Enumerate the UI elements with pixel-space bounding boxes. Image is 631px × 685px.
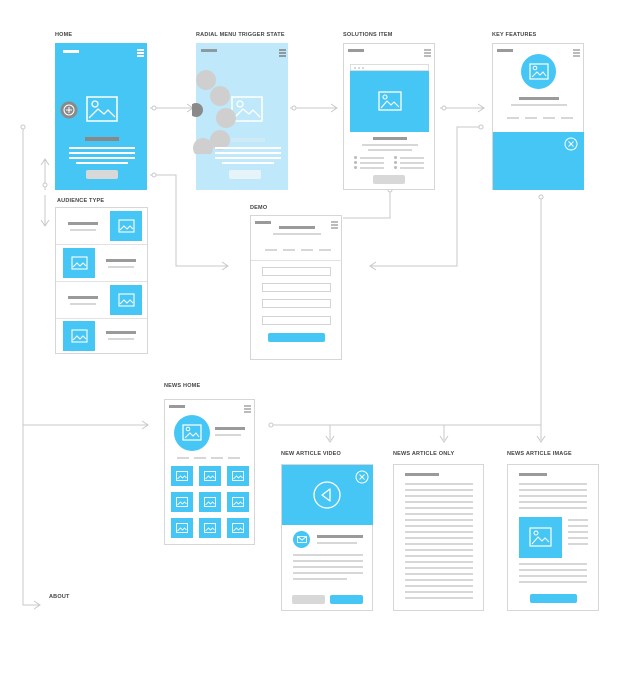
form-field[interactable] — [262, 267, 331, 276]
screen-radial-menu[interactable] — [192, 43, 288, 190]
image-icon — [378, 91, 402, 111]
image-icon — [232, 497, 244, 507]
submit-button[interactable] — [268, 333, 325, 342]
label-demo: DEMO — [250, 205, 268, 211]
list-item[interactable] — [56, 282, 147, 319]
cta-button[interactable] — [86, 170, 118, 179]
article-image — [519, 517, 562, 558]
label-home: HOME — [55, 32, 73, 38]
form-field[interactable] — [262, 283, 331, 292]
news-grid — [171, 466, 251, 540]
image-icon — [204, 471, 216, 481]
news-avatar — [174, 415, 210, 451]
menu-icon[interactable] — [244, 405, 251, 414]
label-audience-type: AUDIENCE TYPE — [57, 198, 105, 204]
label-about: ABOUT — [49, 594, 70, 600]
grid-tile[interactable] — [227, 492, 249, 512]
screen-key-features[interactable] — [492, 43, 584, 190]
screen-home[interactable] — [55, 43, 147, 190]
grid-tile[interactable] — [171, 466, 193, 486]
close-icon[interactable] — [355, 470, 369, 484]
label-article-image: NEWS ARTICLE IMAGE — [507, 451, 572, 457]
play-icon[interactable] — [313, 481, 341, 509]
label-key-features: KEY FEATURES — [492, 32, 537, 38]
screen-audience-type[interactable] — [55, 207, 148, 354]
hero-image — [350, 71, 429, 132]
image-icon — [176, 471, 188, 481]
image-icon — [204, 497, 216, 507]
image-icon — [71, 329, 88, 343]
feature-panel — [493, 132, 584, 190]
grid-tile[interactable] — [199, 466, 221, 486]
grid-tile[interactable] — [171, 492, 193, 512]
label-article-only: NEWS ARTICLE ONLY — [393, 451, 455, 457]
list-item[interactable] — [56, 208, 147, 245]
screen-solutions-item[interactable] — [343, 43, 435, 190]
video-player[interactable] — [282, 465, 373, 525]
menu-icon[interactable] — [137, 49, 144, 58]
primary-button[interactable] — [530, 594, 577, 603]
image-icon — [182, 424, 202, 441]
label-article-video: NEW ARTICLE VIDEO — [281, 451, 342, 457]
primary-button[interactable] — [330, 595, 363, 604]
image-icon — [118, 219, 135, 233]
image-icon — [86, 96, 118, 122]
label-solutions-item: SOLUTIONS ITEM — [343, 32, 393, 38]
menu-icon[interactable] — [573, 49, 580, 58]
image-icon — [176, 497, 188, 507]
screen-article-image[interactable] — [507, 464, 599, 611]
screen-article-only[interactable] — [393, 464, 484, 611]
image-icon — [71, 256, 88, 270]
feature-avatar — [521, 54, 556, 89]
cta-button[interactable] — [229, 170, 261, 179]
image-icon — [204, 523, 216, 533]
screen-news-home[interactable] — [164, 399, 255, 545]
menu-icon[interactable] — [424, 49, 431, 58]
cta-button[interactable] — [373, 175, 405, 184]
form-field[interactable] — [262, 299, 331, 308]
image-icon — [529, 527, 552, 547]
grid-tile[interactable] — [199, 492, 221, 512]
label-radial-menu: RADIAL MENU TRIGGER STATE — [196, 32, 285, 38]
grid-tile[interactable] — [227, 518, 249, 538]
image-icon — [232, 523, 244, 533]
mail-icon — [297, 536, 307, 543]
form-field[interactable] — [262, 316, 331, 325]
browser-bar — [350, 64, 429, 71]
image-icon — [232, 471, 244, 481]
list-item[interactable] — [56, 319, 147, 353]
menu-icon[interactable] — [331, 221, 338, 230]
image-icon — [529, 63, 549, 80]
menu-icon[interactable] — [279, 49, 286, 58]
image-icon — [231, 96, 263, 122]
secondary-button[interactable] — [292, 595, 325, 604]
close-icon[interactable] — [564, 137, 578, 151]
grid-tile[interactable] — [171, 518, 193, 538]
label-news-home: NEWS HOME — [164, 383, 201, 389]
list-item[interactable] — [56, 245, 147, 282]
image-icon — [118, 293, 135, 307]
grid-tile[interactable] — [199, 518, 221, 538]
screen-article-video[interactable] — [281, 464, 373, 611]
author-avatar — [293, 531, 310, 548]
radial-menu-items[interactable] — [192, 68, 238, 154]
grid-tile[interactable] — [227, 466, 249, 486]
add-icon[interactable] — [60, 101, 78, 119]
image-icon — [176, 523, 188, 533]
screen-demo[interactable] — [250, 215, 342, 360]
